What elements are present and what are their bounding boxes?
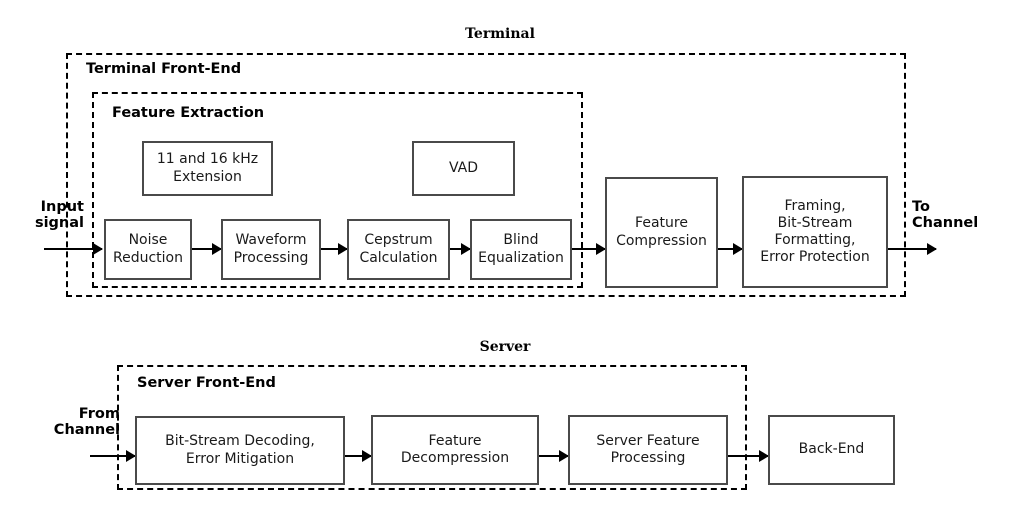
block-waveform-line2: Processing [233,249,309,266]
arrow-compression-to-framing [718,248,742,250]
block-noise-reduction[interactable]: Noise Reduction [104,219,192,280]
label-from-channel: From Channel [28,406,120,438]
block-back-end-label: Back-End [798,441,865,458]
arrow-decompression-to-server-feature [539,455,568,457]
block-feature-decompression-line2: Decompression [400,450,510,466]
block-framing-line3: Formatting, [774,232,856,248]
arrow-cepstrum-to-blind-eq [450,248,470,250]
block-feature-compression-line1: Feature [635,215,688,232]
group-feature-extraction [92,92,583,288]
arrow-input-to-noise-reduction [44,248,102,250]
block-extension-line1: 11 and 16 kHz [156,151,259,168]
block-cepstrum-line2: Calculation [359,249,438,266]
block-blind-equalization[interactable]: Blind Equalization [470,219,572,280]
block-extension-line2: Extension [173,168,242,185]
block-vad[interactable]: VAD [412,141,515,196]
block-waveform-line1: Waveform [235,232,307,249]
group-terminal-front-end [66,53,906,297]
block-bitstream-decoding-line1: Bit-Stream Decoding, [165,433,315,450]
block-bitstream-decoding[interactable]: Bit-Stream Decoding, Error Mitigation [135,416,345,485]
arrow-decoding-to-decompression [345,455,371,457]
block-vad-label: VAD [448,159,479,176]
server-section-title: Server [479,339,531,355]
block-bitstream-decoding-line2: Error Mitigation [185,450,295,467]
label-to-channel: To Channel [912,199,1022,231]
label-from-channel-line1: From [78,406,120,422]
group-label-feature-extraction: Feature Extraction [112,105,265,121]
block-noise-reduction-line1: Noise [128,232,168,249]
block-cepstrum-line1: Cepstrum [364,232,433,249]
label-input-signal-line1: Input [40,199,84,215]
group-server-front-end [117,365,747,490]
label-input-signal-line2: signal [34,215,84,232]
block-feature-decompression-line1: Feature [428,432,482,449]
group-label-terminal-front-end: Terminal Front-End [86,61,242,77]
arrow-noise-to-waveform [192,248,221,250]
block-server-feature-line1: Server Feature [596,432,700,449]
block-server-feature-processing[interactable]: Server Feature Processing [568,415,728,485]
terminal-section-title: Terminal [465,26,535,42]
group-label-server-front-end: Server Front-End [137,375,276,391]
arrow-framing-to-channel [888,248,936,250]
block-framing-line2: Bit-Stream [777,214,853,231]
arrow-blind-eq-to-feature-compression [572,248,605,250]
block-extension[interactable]: 11 and 16 kHz Extension [142,141,273,196]
block-feature-compression-line2: Compression [616,232,707,249]
arrow-channel-to-bitstream-decoding [90,455,135,457]
label-from-channel-line2: Channel [53,422,120,439]
label-to-channel-line1: To [912,199,930,215]
label-input-signal: Input signal [4,199,84,231]
block-framing-line1: Framing, [784,197,846,214]
arrow-waveform-to-cepstrum [321,248,347,250]
block-blind-eq-line1: Blind [503,232,539,249]
arrow-server-feature-to-back-end [728,455,768,457]
block-cepstrum-calculation[interactable]: Cepstrum Calculation [347,219,450,280]
block-framing-formatting[interactable]: Framing, Bit-Stream Formatting, Error Pr… [742,176,888,288]
block-blind-eq-line2: Equalization [478,249,564,266]
block-feature-decompression[interactable]: Feature Decompression [371,415,539,485]
block-back-end[interactable]: Back-End [768,415,895,485]
block-framing-line4: Error Protection [760,249,870,266]
label-to-channel-line2: Channel [912,215,979,232]
block-noise-reduction-line2: Reduction [113,249,183,266]
block-feature-compression[interactable]: Feature Compression [605,177,718,288]
block-server-feature-line2: Processing [610,450,686,466]
block-waveform-processing[interactable]: Waveform Processing [221,219,321,280]
